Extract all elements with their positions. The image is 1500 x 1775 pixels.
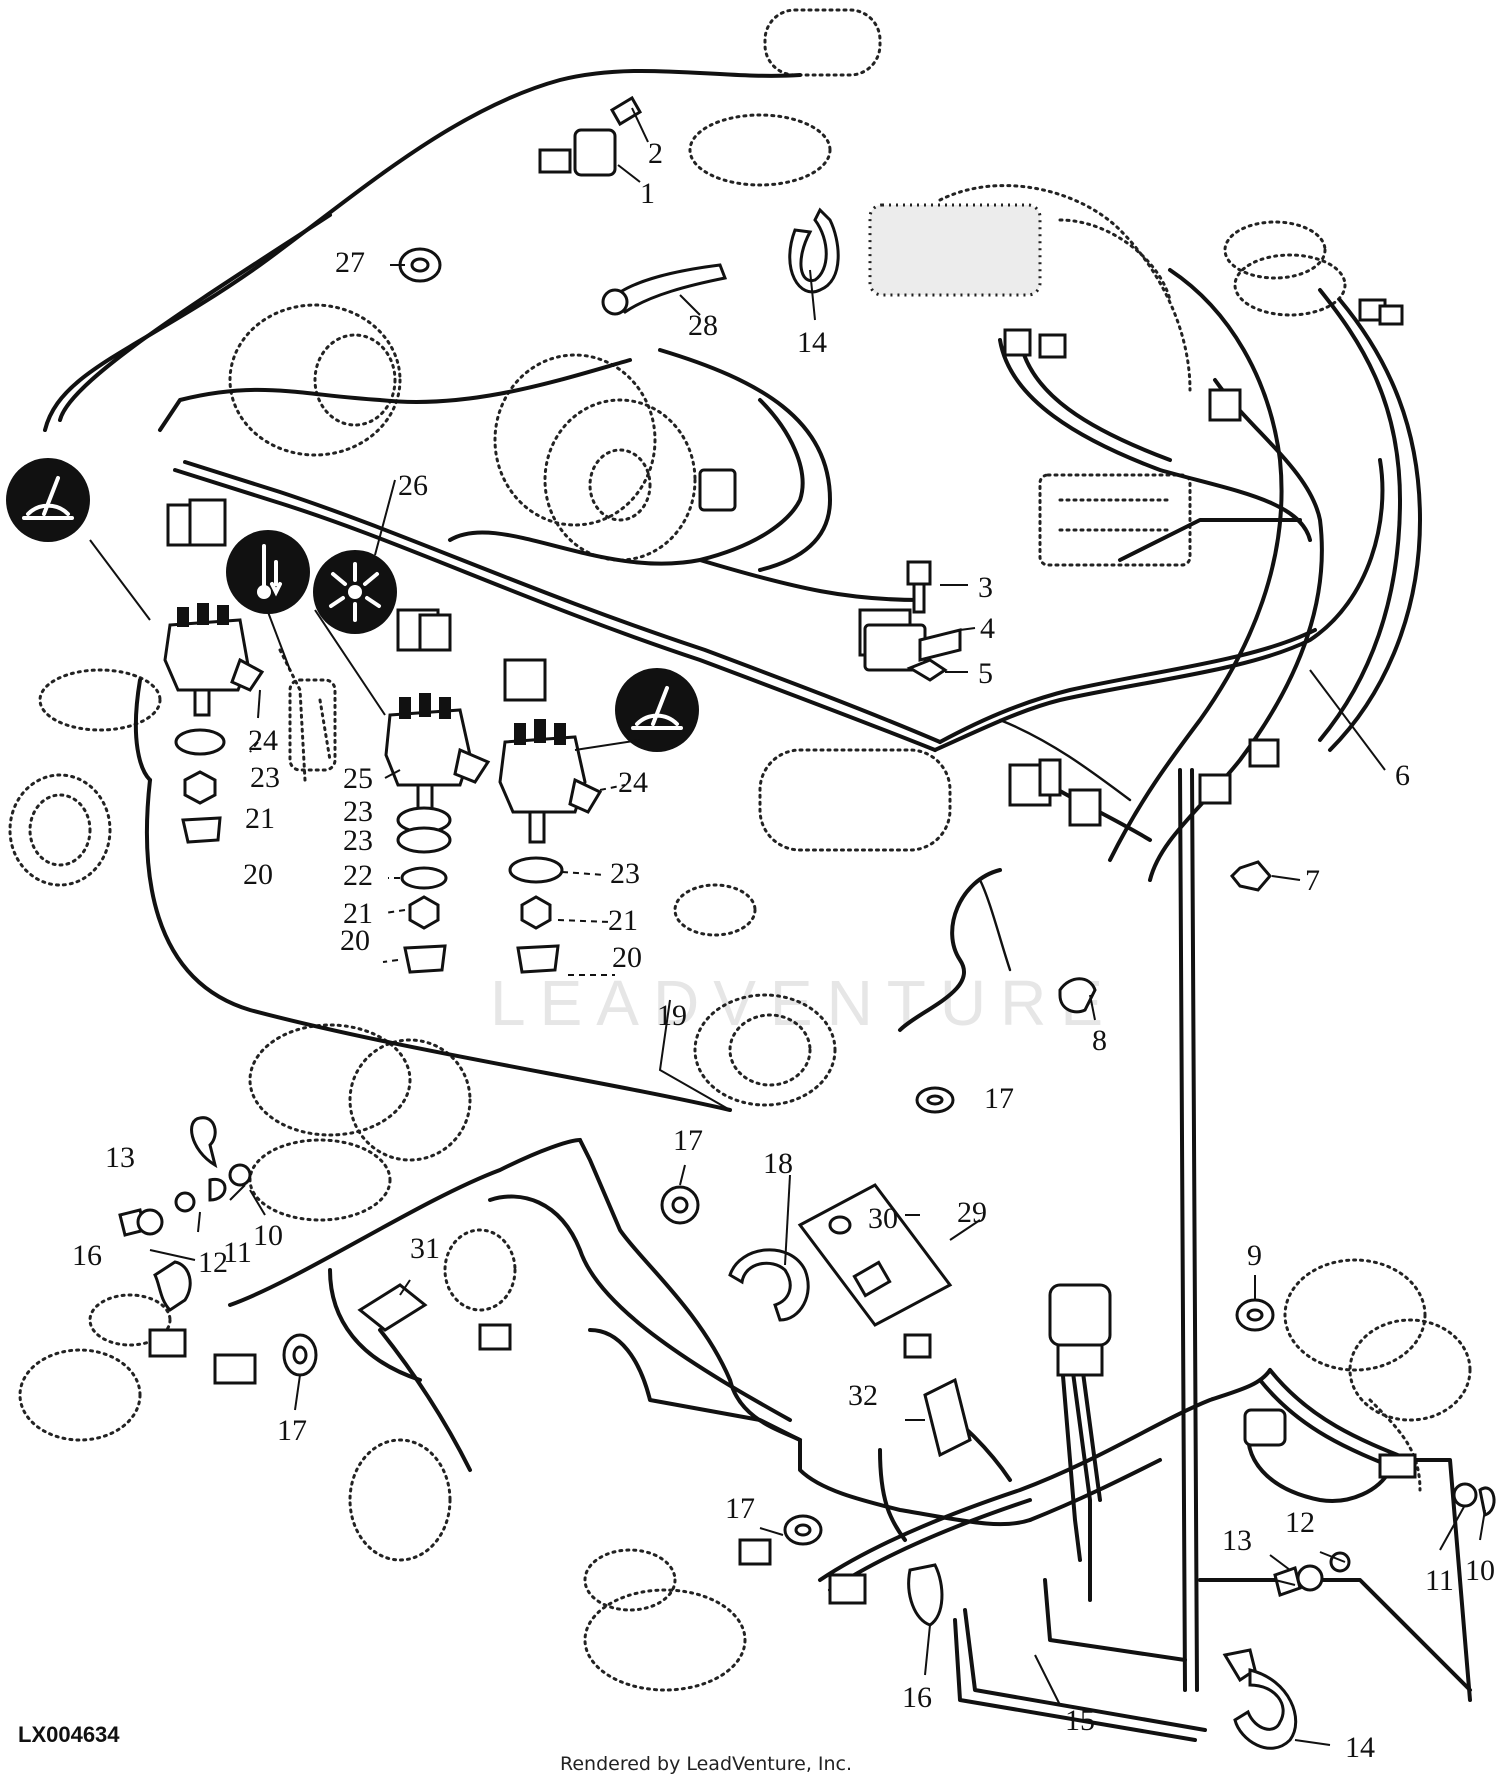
callout-8: 8 [1092,1024,1107,1057]
callout-9: 9 [1247,1239,1262,1272]
callout-7: 7 [1305,864,1320,897]
callout-18: 18 [763,1147,793,1180]
callout-17-d: 17 [725,1492,755,1525]
callout-26: 26 [398,469,428,502]
callout-14-bottom: 14 [1345,1731,1375,1764]
callout-16-right: 16 [902,1681,932,1714]
callout-24-left: 24 [248,724,278,757]
callout-13-left: 13 [105,1141,135,1174]
callout-25: 25 [343,762,373,795]
callout-23-d: 23 [610,857,640,890]
callout-12-left: 12 [198,1246,228,1279]
callout-21-c: 21 [608,904,638,937]
wiper-icon [615,668,699,752]
callout-labels: 1 2 3 4 5 6 7 8 9 10 10 11 11 12 12 13 1… [72,137,1495,1764]
callout-17-b: 17 [673,1124,703,1157]
figure-code: LX004634 [18,1722,120,1747]
callout-21-a: 21 [245,802,275,835]
callout-32: 32 [848,1379,878,1412]
fan-icon [313,550,397,634]
callout-23-a: 23 [250,761,280,794]
callout-10-left: 10 [253,1219,283,1252]
callout-17-c: 17 [277,1414,307,1447]
callout-27: 27 [335,246,365,279]
callout-17-a: 17 [984,1082,1014,1115]
callout-3: 3 [978,571,993,604]
wiper-icon [6,458,90,542]
leader-lines [89,107,1486,1746]
callout-31: 31 [410,1232,440,1265]
callout-20-c: 20 [612,941,642,974]
callout-16-left: 16 [72,1239,102,1272]
temperature-icon [226,530,310,614]
callout-30: 30 [868,1202,898,1235]
watermark: LEADVENTURE [490,967,1117,1039]
callout-11-left: 11 [223,1236,252,1269]
callout-14-top: 14 [797,326,827,359]
callout-23-c: 23 [343,824,373,857]
callout-6: 6 [1395,759,1410,792]
callout-10-right: 10 [1465,1554,1495,1587]
callout-22: 22 [343,859,373,892]
callout-28: 28 [688,309,718,342]
callout-20-b: 20 [340,924,370,957]
callout-19: 19 [657,999,687,1032]
callout-2: 2 [648,137,663,170]
callout-23-b: 23 [343,795,373,828]
callout-5: 5 [978,657,993,690]
callout-15: 15 [1065,1704,1095,1737]
callout-20-a: 20 [243,858,273,891]
callout-12-right: 12 [1285,1506,1315,1539]
callout-11-right: 11 [1425,1564,1454,1597]
callout-29: 29 [957,1196,987,1229]
callout-4: 4 [980,612,995,645]
callout-21-b: 21 [343,897,373,930]
render-credit: Rendered by LeadVenture, Inc. [560,1753,852,1775]
callout-24-right: 24 [618,766,648,799]
main-harness [43,68,1472,1742]
callout-13-right: 13 [1222,1524,1252,1557]
callout-1: 1 [640,177,655,210]
harness-parts [118,95,1496,1750]
